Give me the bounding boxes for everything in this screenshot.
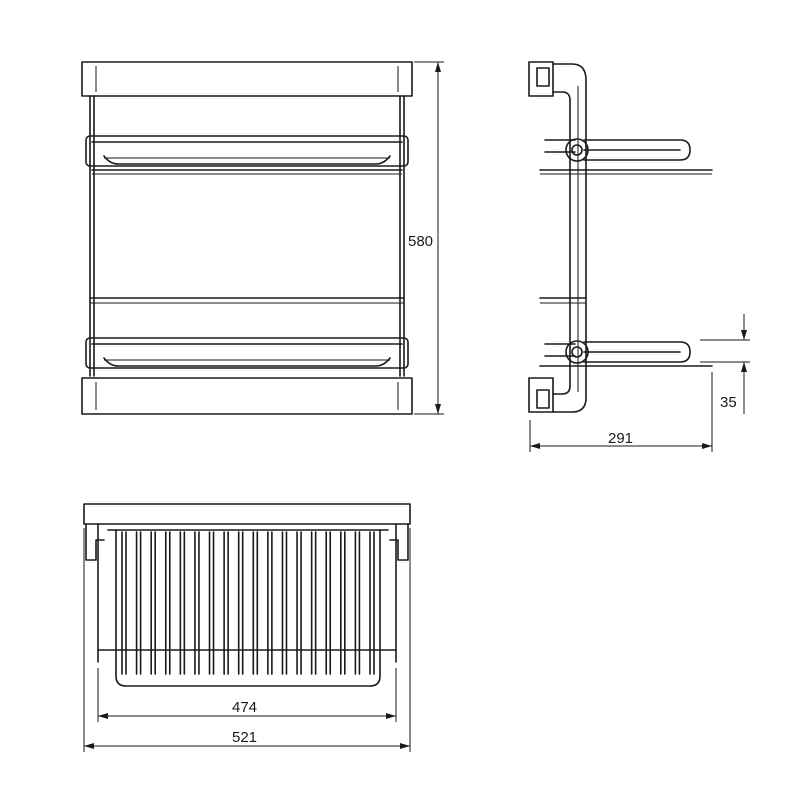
basket-wire [281, 531, 288, 675]
top-wall-plate [83, 503, 411, 525]
basket-wire [296, 531, 302, 675]
side-bottom-bracket [528, 377, 554, 413]
basket-wire [135, 531, 142, 675]
basket-wire [267, 531, 273, 675]
basket-wire [121, 531, 127, 675]
front-right-rail [399, 95, 405, 377]
side-upper-shelf [539, 138, 713, 175]
basket-wire [325, 531, 332, 675]
dimension-outer-width: 521 [83, 528, 411, 752]
dimension-depth: 291 [529, 372, 713, 452]
front-top-plate [81, 61, 413, 97]
basket-wire [354, 531, 361, 675]
basket-wire [252, 531, 259, 675]
side-lower-shelf [539, 340, 713, 367]
depth-label: 291 [608, 430, 633, 447]
front-upper-shelf [85, 135, 409, 175]
front-view: 580 [81, 61, 444, 415]
side-frame-outer [552, 63, 587, 413]
top-basket-rim [115, 529, 381, 687]
dimension-height: 580 [408, 61, 444, 415]
lower-pivot-knob [565, 340, 589, 364]
basket-wire [369, 531, 375, 675]
basket-wire [208, 531, 215, 675]
basket-wire [310, 531, 317, 675]
basket-wire [223, 531, 229, 675]
front-left-rail [89, 95, 95, 377]
gap-label: 35 [720, 394, 737, 411]
basket-wire [150, 531, 156, 675]
basket-wire [194, 531, 200, 675]
outer-width-label: 521 [232, 729, 257, 746]
inner-width-label: 474 [232, 699, 257, 716]
top-view: 474 521 [83, 503, 411, 752]
front-bottom-plate [81, 377, 413, 415]
side-frame-inner [552, 91, 571, 395]
side-view: 35 291 [528, 61, 750, 452]
height-label: 580 [408, 233, 433, 250]
basket-wire [237, 531, 244, 675]
basket-wire [164, 531, 171, 675]
top-right-bracket [389, 523, 409, 561]
front-lower-shelf [85, 337, 409, 369]
dimension-gap: 35 [700, 314, 750, 414]
upper-pivot-knob [565, 138, 589, 162]
dimension-inner-width: 474 [97, 668, 397, 722]
basket-wire [340, 531, 346, 675]
top-basket-wires [121, 531, 375, 675]
side-top-bracket [528, 61, 554, 97]
top-left-bracket [85, 523, 105, 561]
basket-wire [179, 531, 186, 675]
